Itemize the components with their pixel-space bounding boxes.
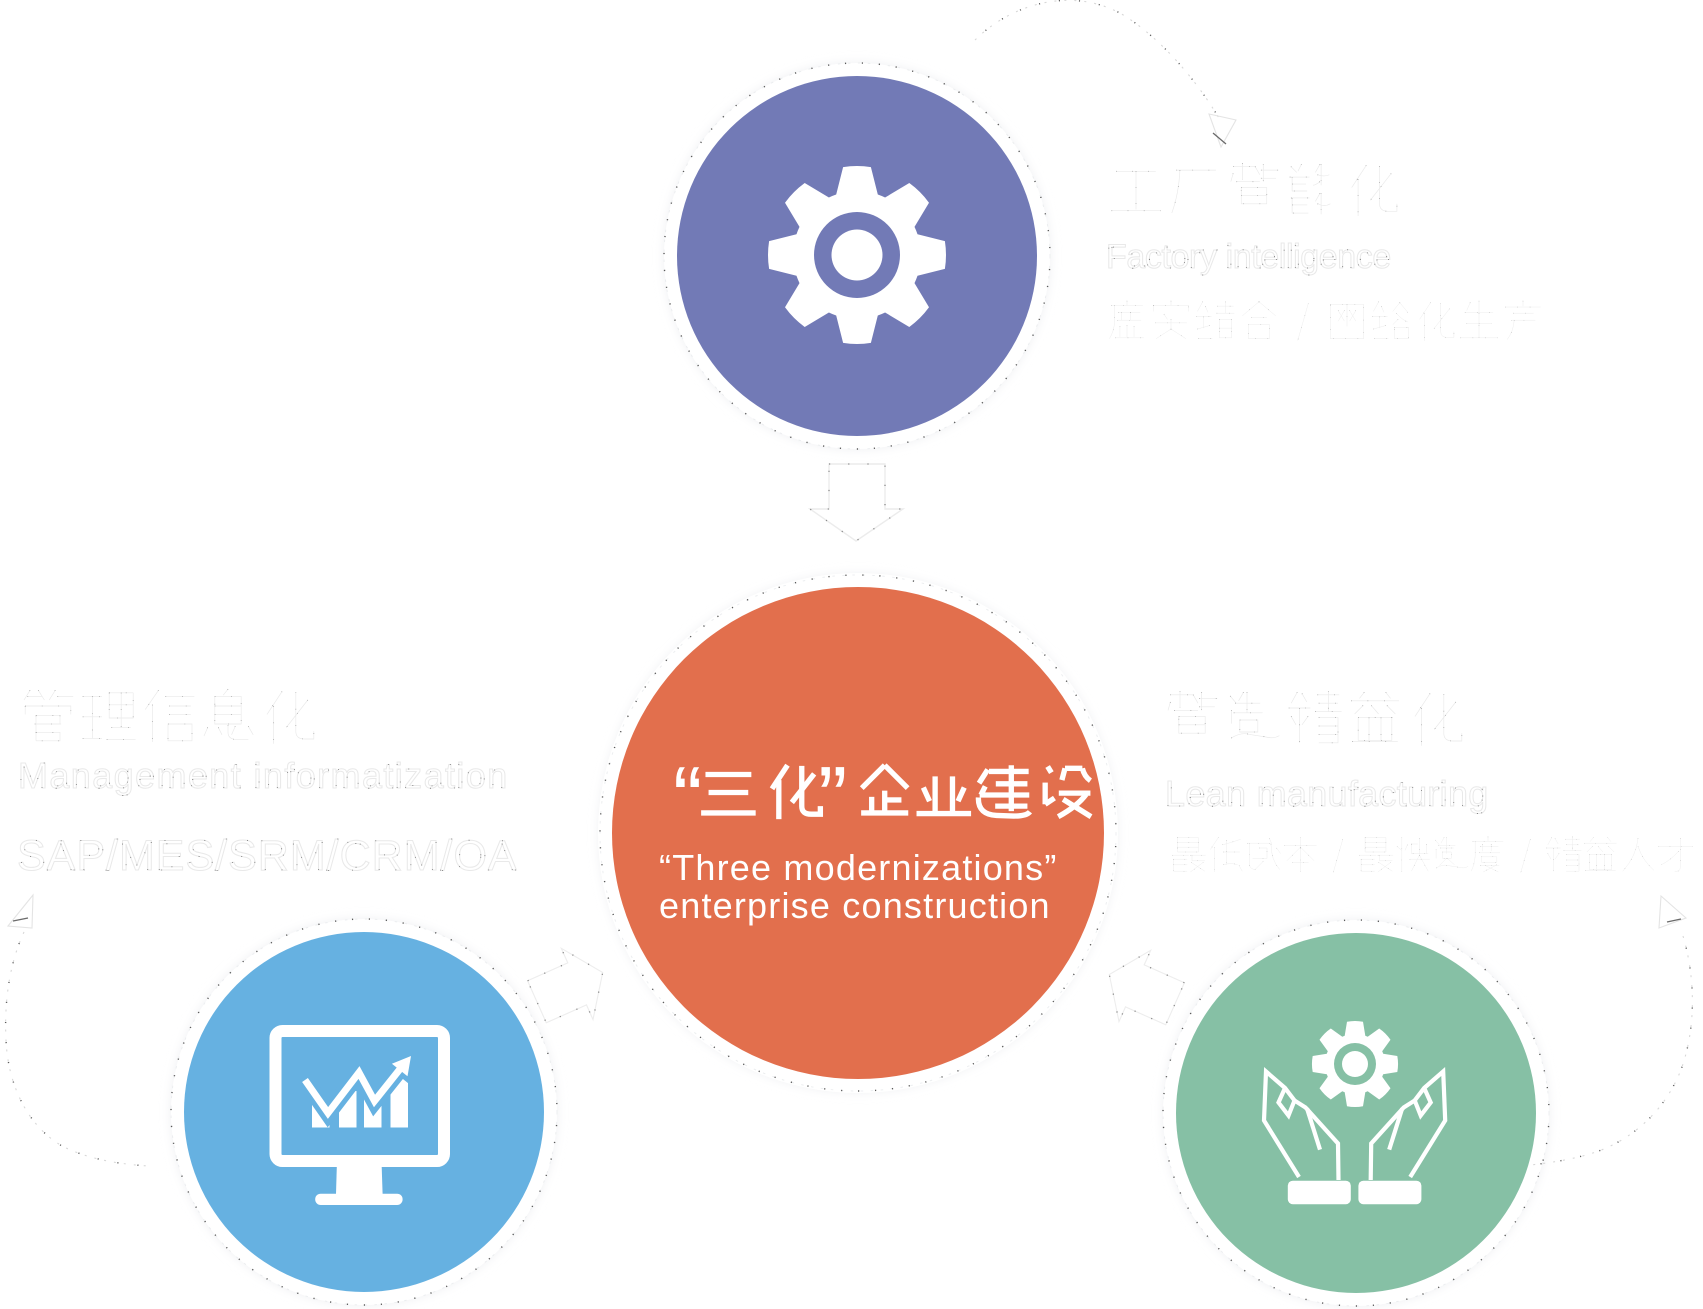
svg-text:Factory intelligence: Factory intelligence: [1106, 238, 1391, 276]
svg-text:enterprise construction: enterprise construction: [659, 885, 1051, 926]
svg-text:SAP/MES/SRM/CRM/OA: SAP/MES/SRM/CRM/OA: [17, 832, 518, 880]
svg-text:Factory intelligence: Factory intelligence: [1106, 238, 1391, 276]
svg-text:Lean manufacturing: Lean manufacturing: [1165, 773, 1489, 814]
svg-text:Management informatization: Management informatization: [18, 755, 509, 796]
svg-text:”: ”: [818, 748, 847, 847]
svg-text:Management informatization: Management informatization: [18, 755, 509, 796]
svg-text:“: “: [673, 748, 702, 847]
svg-text:Lean manufacturing: Lean manufacturing: [1165, 773, 1489, 814]
svg-text:SAP/MES/SRM/CRM/OA: SAP/MES/SRM/CRM/OA: [17, 832, 518, 880]
svg-text:“Three modernizations”: “Three modernizations”: [659, 847, 1058, 888]
